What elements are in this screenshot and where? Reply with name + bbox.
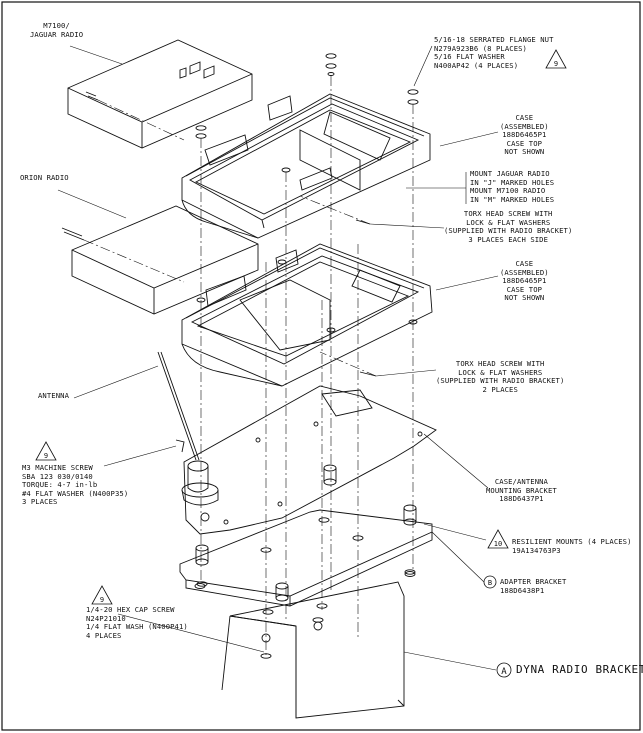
- callout-9-m3-triangle: [35, 441, 57, 461]
- label-case-upper-line: 188D6465P1: [502, 130, 547, 140]
- label-adapter-bracket-line: 188D6438P1: [500, 585, 545, 595]
- label-orion-radio: ORION RADIO: [20, 173, 69, 183]
- label-hex-cap-screw-line: 1/4-20 HEX CAP SCREW: [86, 605, 175, 614]
- callout-b-circle: [483, 575, 497, 589]
- label-mount-holes-line: MOUNT JAGUAR RADIO: [470, 169, 550, 178]
- label-resilient-mounts-line: RESILIENT MOUNTS (4 PLACES): [512, 537, 632, 546]
- label-torx-lower-line: 2 PLACES: [482, 384, 518, 394]
- lower-case-tray: [181, 243, 433, 387]
- label-adapter-bracket-line: ADAPTER BRACKET: [500, 577, 567, 586]
- orion-radio-box: [71, 205, 259, 315]
- assembly-centerlines: [83, 76, 414, 656]
- callout-text-flange: 9: [554, 60, 558, 68]
- adapter-bracket: [179, 509, 433, 607]
- label-torx-lower-line: TORX HEAD SCREW WITH: [455, 359, 545, 368]
- label-m3-screw-line: M3 MACHINE SCREW: [22, 463, 93, 472]
- label-mount-holes-line: IN "J" MARKED HOLES: [470, 177, 555, 187]
- label-resilient-mounts: RESILIENT MOUNTS (4 PLACES)19A134763P3: [512, 537, 632, 555]
- label-case-upper-line: (ASSEMBLED): [500, 121, 549, 131]
- label-m3-screw-line: 3 PLACES: [22, 497, 58, 507]
- callout-text-dyna: A: [501, 667, 507, 677]
- label-torx-lower-line: (SUPPLIED WITH RADIO BRACKET): [436, 376, 565, 386]
- m7100-radio-box: [67, 39, 253, 149]
- label-hex-cap-screw-line: 1/4 FLAT WASH (N400P41): [86, 622, 188, 632]
- label-case-lower-line: CASE: [515, 259, 534, 268]
- label-m3-screw-line: SBA 123 030/0140: [22, 471, 93, 481]
- label-case-upper-line: CASE: [515, 113, 534, 122]
- dyna-radio-bracket: [221, 581, 405, 719]
- label-torx-upper-line: (SUPPLIED WITH RADIO BRACKET): [444, 226, 573, 236]
- label-case-upper-line: CASE TOP: [506, 138, 543, 148]
- label-flange-nut-line: N279A923B6 (8 PLACES): [434, 43, 527, 53]
- label-resilient-mounts-line: 19A134763P3: [512, 545, 561, 555]
- callout-a-circle: [496, 662, 512, 678]
- label-flange-nut-line: 5/16 FLAT WASHER: [434, 52, 505, 62]
- label-case-antenna-bracket-line: 188D6437P1: [499, 494, 544, 504]
- label-torx-upper-line: LOCK & FLAT WASHERS: [466, 217, 551, 227]
- label-case-lower-line: CASE TOP: [506, 284, 543, 294]
- label-torx-upper-line: TORX HEAD SCREW WITH: [463, 209, 553, 218]
- callout-symbols: [35, 49, 567, 678]
- label-orion-radio-line: ORION RADIO: [20, 173, 69, 182]
- callout-text-resilient: 10: [494, 540, 502, 548]
- antenna-mount: [157, 351, 219, 506]
- label-mount-holes-line: MOUNT M7100 RADIO: [470, 186, 546, 196]
- label-antenna-line: ANTENNA: [38, 391, 69, 400]
- label-torx-upper-line: 3 PLACES EACH SIDE: [468, 234, 549, 244]
- label-case-antenna-bracket-line: MOUNTING BRACKET: [486, 485, 557, 495]
- fasteners: [61, 53, 419, 659]
- callout-text-adapter: B: [488, 579, 492, 587]
- label-case-lower-line: 188D6465P1: [502, 276, 547, 286]
- label-case-antenna-bracket-line: CASE/ANTENNA: [494, 477, 548, 486]
- label-m7100-radio-line: JAGUAR RADIO: [30, 29, 84, 39]
- label-m3-screw-line: TORQUE: 4-7 in-lb: [22, 480, 98, 490]
- label-dyna-radio-bracket: DYNA RADIO BRACKET: [516, 664, 643, 676]
- leader-lines: [57, 45, 499, 671]
- label-case-upper-line: NOT SHOWN: [504, 147, 545, 157]
- callout-text-hex: 9: [100, 596, 104, 604]
- callout-10-triangle: [487, 529, 509, 549]
- label-hex-cap-screw-line: 4 PLACES: [86, 630, 122, 640]
- label-case-lower-line: (ASSEMBLED): [500, 267, 549, 277]
- label-torx-lower-line: LOCK & FLAT WASHERS: [458, 367, 543, 377]
- label-m7100-radio-line: M7100/: [43, 21, 70, 30]
- label-case-lower-line: NOT SHOWN: [504, 293, 545, 303]
- label-dyna-radio-bracket-line: DYNA RADIO BRACKET: [516, 663, 643, 676]
- callout-9-flange-triangle: [545, 49, 567, 69]
- resilient-mounts: [194, 464, 417, 602]
- label-hex-cap-screw-line: N24P21010: [86, 613, 126, 623]
- label-antenna: ANTENNA: [38, 391, 69, 401]
- callout-9-hex-triangle: [91, 585, 113, 605]
- label-m3-screw-line: #4 FLAT WASHER (N400P35): [22, 488, 129, 498]
- label-flange-nut-line: N400AP42 (4 PLACES): [434, 60, 519, 70]
- label-flange-nut-line: 5/16-18 SERRATED FLANGE NUT: [434, 35, 554, 44]
- label-m7100-radio: M7100/JAGUAR RADIO: [30, 21, 84, 39]
- callout-text-m3: 9: [44, 452, 48, 460]
- label-mount-holes-line: IN "M" MARKED HOLES: [470, 194, 555, 204]
- upper-case-tray: [181, 93, 431, 239]
